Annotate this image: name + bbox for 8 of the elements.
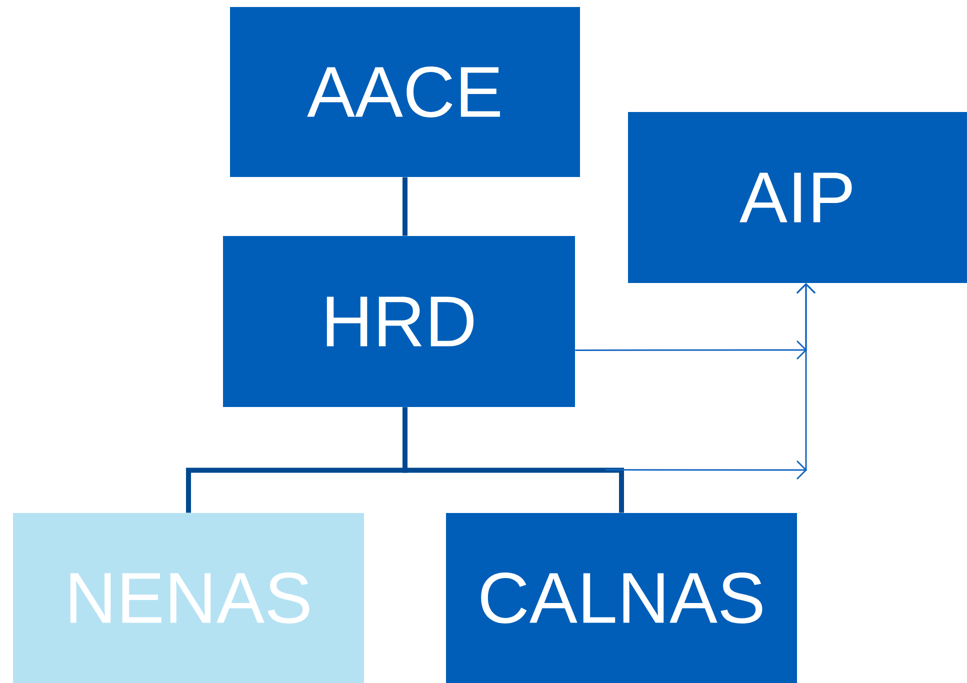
org-box: HRD [223,236,575,407]
org-box: AACE [230,7,580,177]
org-box: AIP [628,112,967,283]
connector-line [402,407,624,513]
arrow [606,283,816,480]
connector-line [402,177,408,236]
org-box: CALNAS [446,513,797,683]
org-box: NENAS [13,513,364,683]
